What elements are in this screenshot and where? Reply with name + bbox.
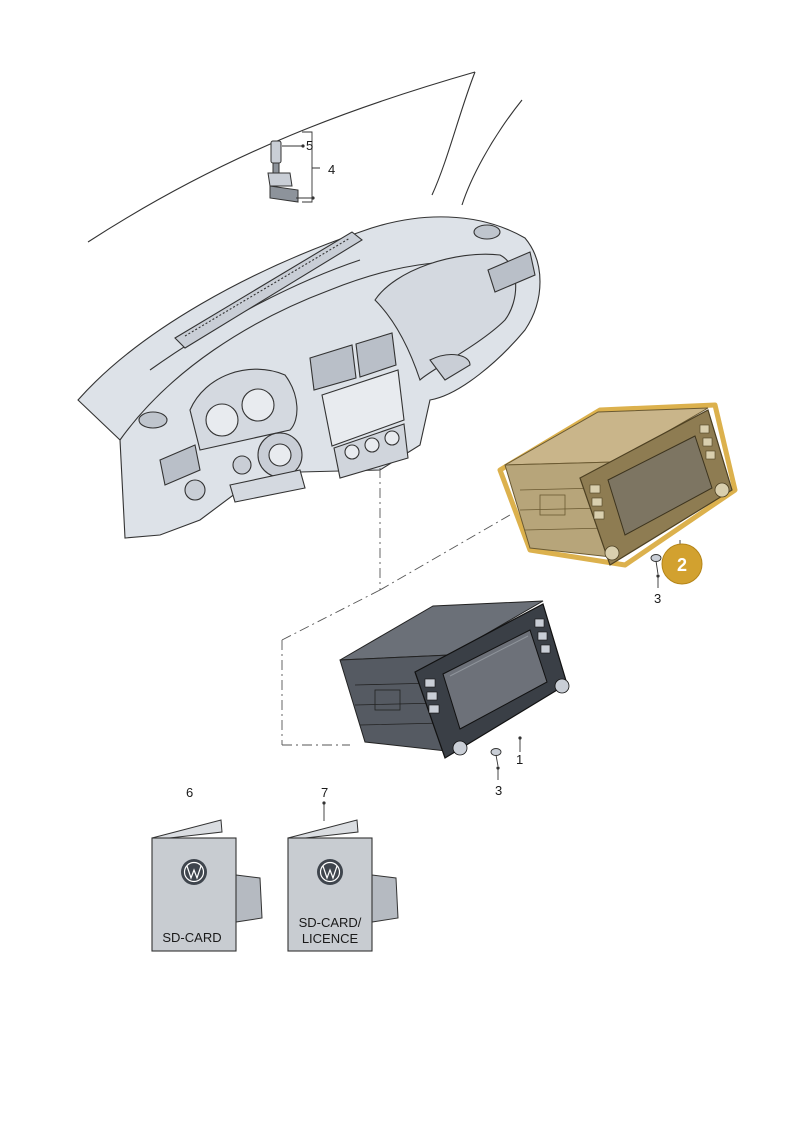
- dashboard-illustration: [77, 71, 541, 539]
- screw-lower-illustration: [490, 748, 502, 780]
- callout-dot: [656, 574, 660, 578]
- callout-5: 5: [306, 138, 313, 153]
- callout-dot: [322, 801, 326, 805]
- callout-6: 6: [186, 785, 193, 800]
- callout-3-upper: 3: [654, 591, 661, 606]
- screw-upper-illustration: [650, 554, 662, 588]
- sd-licence-package: SD-CARD/ LICENCE: [287, 819, 399, 952]
- sd-card-package: SD-CARD: [151, 819, 263, 952]
- callout-7: 7: [321, 785, 328, 800]
- usb-callout-lines: [282, 131, 320, 203]
- callout-dot: [311, 196, 315, 200]
- callout-2: 2: [677, 555, 687, 575]
- radio-unit: [339, 600, 570, 759]
- callout-dot: [301, 144, 305, 148]
- sd-licence-label-line2: LICENCE: [302, 931, 359, 946]
- callout-dot: [518, 736, 522, 740]
- callout-dot: [496, 766, 500, 770]
- radio-unit-highlighted[interactable]: [497, 402, 738, 568]
- selected-part-badge[interactable]: 2: [661, 543, 703, 585]
- assembly-guide-lines: [281, 468, 511, 746]
- vw-logo-icon: [181, 859, 207, 885]
- vw-logo-icon: [317, 859, 343, 885]
- callout-3-lower: 3: [495, 783, 502, 798]
- sd-licence-label-line1: SD-CARD/: [299, 915, 362, 930]
- callout-1: 1: [516, 752, 523, 767]
- usb-connector-illustration: [267, 140, 299, 203]
- sd-card-label: SD-CARD: [162, 930, 221, 945]
- callout-4: 4: [328, 162, 335, 177]
